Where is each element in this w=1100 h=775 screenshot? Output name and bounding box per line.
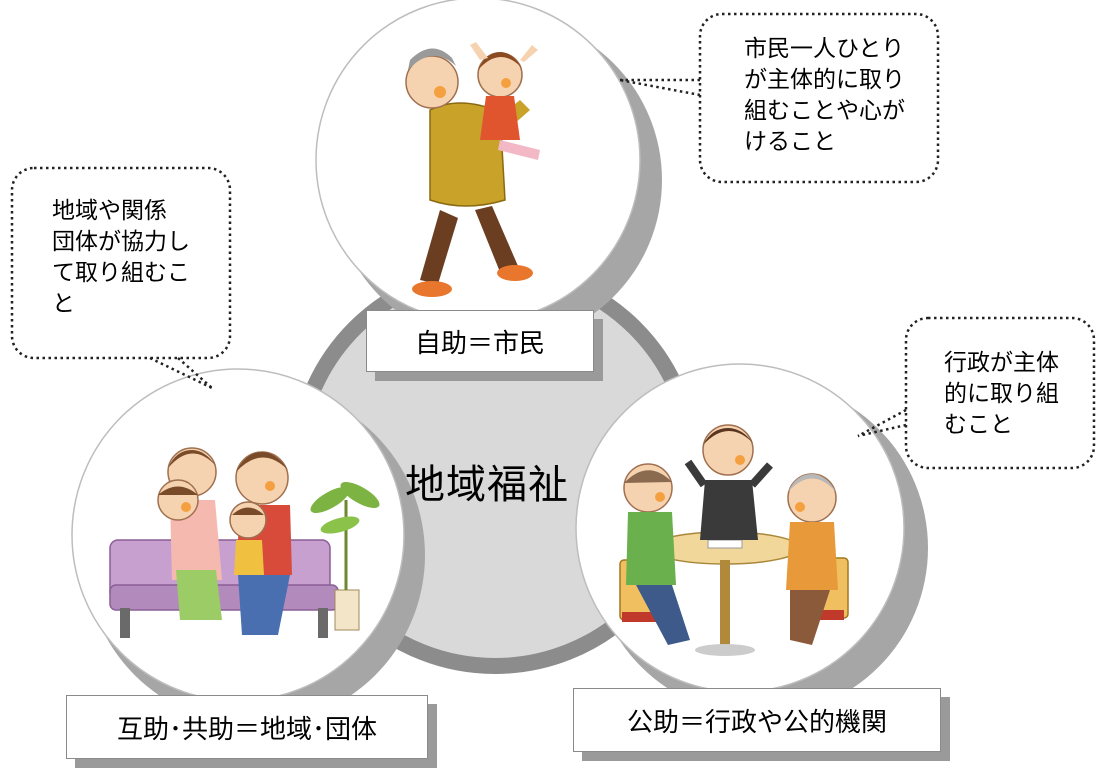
public-help-bubble-line: 行政が主体	[944, 350, 1059, 376]
mutual-help-bubble-line: 団体が協力し	[52, 229, 190, 255]
family-sofa-illustration	[109, 447, 380, 638]
self-help-bubble-line: けること	[744, 129, 836, 155]
public-help-bubble-line: 的に取り組	[944, 381, 1059, 407]
public-help-bubble-text: 行政が主体 的に取り組 むこと	[944, 348, 1059, 441]
self-help-label: 自助＝市民	[366, 310, 594, 372]
public-help-bubble-line: むこと	[944, 412, 1013, 438]
mutual-help-bubble-line: 地域や関係	[52, 198, 167, 224]
mutual-help-bubble-line: て取り組むこ	[52, 260, 190, 286]
self-help-bubble-text: 市民一人ひとり が主体的に取り 組むことや心が けること	[744, 34, 905, 158]
self-help-bubble-line: が主体的に取り	[744, 67, 905, 93]
mutual-help-speech-bubble	[10, 166, 232, 390]
mutual-help-bubble-text: 地域や関係 団体が協力し て取り組むこ と	[52, 196, 190, 320]
self-help-speech-bubble	[619, 12, 940, 184]
mutual-help-bubble-line: と	[52, 291, 75, 317]
mutual-help-label: 互助･共助＝地域･団体	[66, 695, 428, 759]
public-help-speech-bubble	[857, 316, 1096, 470]
self-help-bubble-line: 市民一人ひとり	[744, 36, 905, 62]
center-title: 地域福祉	[405, 462, 569, 508]
public-help-label: 公助＝行政や公的機関	[573, 688, 941, 752]
grandfather-child-illustration	[405, 42, 540, 297]
self-help-bubble-line: 組むことや心が	[744, 98, 905, 124]
meeting-table-illustration	[619, 424, 849, 656]
